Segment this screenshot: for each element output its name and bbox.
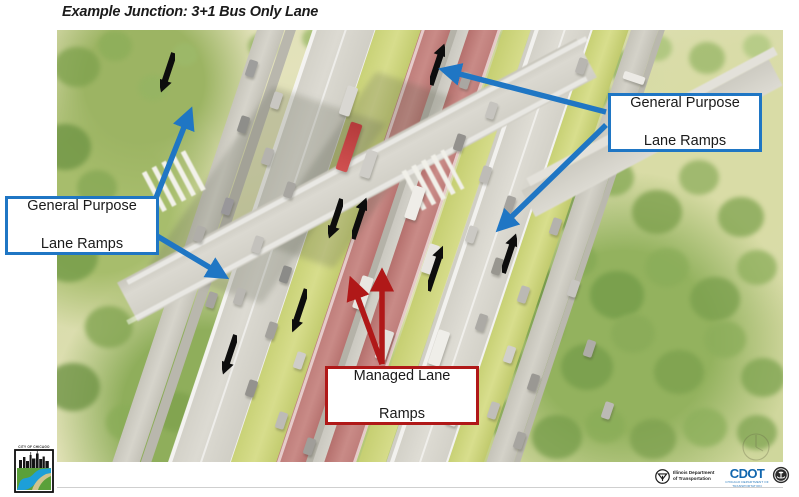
bus-vehicle	[335, 121, 363, 173]
traffic-arrow-southbound-3	[292, 288, 307, 334]
city-skyline-river-icon	[14, 449, 54, 493]
tree-canopy	[172, 43, 198, 66]
idot-logo: Illinois Department of Transportation	[655, 468, 714, 484]
tree-canopy	[57, 47, 100, 88]
tree-canopy	[611, 314, 655, 353]
vehicle	[478, 165, 493, 184]
vehicle	[516, 285, 531, 304]
vehicle	[403, 184, 427, 222]
vehicle	[250, 235, 265, 254]
page-title: Example Junction: 3+1 Bus Only Lane	[62, 4, 319, 20]
vehicle	[548, 217, 563, 236]
vehicle	[274, 411, 289, 430]
vehicle	[502, 195, 517, 214]
tree-canopy	[737, 415, 777, 451]
cdot-wordmark: CDOT	[729, 466, 765, 481]
vehicle	[278, 265, 293, 284]
tree-canopy	[85, 306, 133, 349]
vehicle	[358, 148, 379, 180]
vehicle	[458, 71, 473, 90]
compass-rose-icon	[742, 433, 770, 461]
city-logo-caption: CITY OF CHICAGO	[18, 445, 50, 449]
idot-line-2: of Transportation	[673, 476, 711, 481]
vehicle	[484, 101, 499, 120]
traffic-arrow-northbound-4	[502, 232, 517, 274]
tree-canopy	[704, 321, 746, 358]
callout-line-2: Lane Ramps	[40, 236, 124, 252]
callout-managed-lane-ramps[interactable]: Managed Lane Ramps	[325, 366, 479, 425]
tree-canopy	[654, 350, 704, 394]
callout-line-2: Lane Ramps	[643, 133, 727, 149]
vehicle	[236, 115, 251, 134]
traffic-arrow-southbound-4	[328, 198, 343, 240]
vehicle	[502, 345, 517, 364]
traffic-arrow-southbound-2	[222, 334, 237, 376]
vehicle	[204, 290, 219, 310]
traffic-arrow-northbound-3	[430, 42, 445, 86]
vehicle	[464, 225, 479, 244]
footer-divider	[57, 487, 783, 488]
callout-line-2: Ramps	[379, 406, 425, 422]
tree-canopy	[532, 415, 582, 459]
vehicle	[574, 56, 589, 76]
tree-canopy	[737, 250, 777, 286]
tree-canopy	[683, 408, 727, 447]
vehicle	[338, 85, 359, 117]
vehicle	[526, 373, 541, 392]
callout-line-1: Managed Lane	[353, 368, 451, 384]
vehicle	[474, 313, 489, 332]
city-of-chicago-logo: CITY OF CHICAGO	[14, 445, 54, 495]
cdot-logo: CDOT CHICAGO DEPARTMENT OF TRANSPORTATIO…	[725, 467, 769, 488]
vehicle	[374, 329, 395, 361]
vehicle	[192, 224, 207, 244]
vehicle	[566, 279, 581, 298]
traffic-arrow-northbound-2	[428, 244, 443, 292]
vehicle	[244, 59, 259, 78]
traffic-arrow-northbound-1	[352, 196, 367, 240]
tree-canopy	[741, 358, 783, 397]
tree-canopy	[632, 190, 682, 234]
vehicle	[269, 91, 284, 110]
vehicle	[292, 351, 307, 370]
vehicle	[486, 401, 501, 420]
callout-line-1: General Purpose	[630, 95, 740, 111]
callout-general-purpose-lane-ramps-left[interactable]: General Purpose Lane Ramps	[5, 196, 159, 255]
vehicle	[427, 329, 451, 367]
vehicle	[220, 197, 235, 216]
idot-emblem-icon	[655, 468, 670, 484]
vehicle	[260, 147, 275, 166]
vehicle	[600, 401, 615, 420]
tree-canopy	[689, 42, 725, 74]
tree-canopy	[679, 160, 719, 196]
tree-canopy	[690, 277, 740, 321]
slide-footer	[0, 462, 799, 497]
vehicle	[232, 287, 247, 306]
tree-canopy	[645, 248, 689, 287]
vehicle	[582, 339, 597, 358]
vehicle	[512, 431, 527, 450]
idot-line-1: Illinois Department	[673, 470, 715, 476]
tree-canopy	[57, 363, 100, 411]
vehicle	[302, 437, 317, 456]
vehicle	[282, 180, 297, 200]
idot-wordmark: Illinois Department of Transportation	[673, 470, 714, 481]
vehicle	[244, 379, 259, 398]
callout-general-purpose-lane-ramps-right[interactable]: General Purpose Lane Ramps	[608, 93, 762, 152]
tree-canopy	[98, 31, 132, 61]
tree-canopy	[590, 271, 644, 319]
callout-line-1: General Purpose	[27, 198, 137, 214]
tree-canopy	[718, 197, 764, 238]
vehicle	[622, 70, 646, 86]
vehicle	[452, 133, 467, 152]
cdot-subtitle: CHICAGO DEPARTMENT OF TRANSPORTATION	[725, 480, 769, 488]
vehicle	[351, 274, 375, 312]
city-seal-icon	[772, 466, 790, 484]
tree-canopy	[630, 419, 676, 460]
traffic-arrow-southbound-1	[160, 52, 175, 94]
vehicle	[264, 321, 279, 340]
